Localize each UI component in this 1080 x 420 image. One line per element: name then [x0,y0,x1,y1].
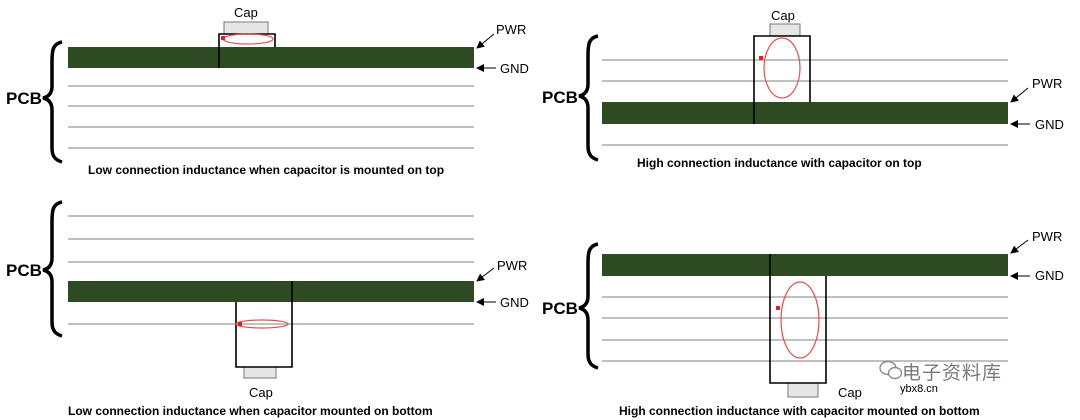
cap-label: Cap [234,5,258,20]
capacitor-via-leads [235,281,293,368]
pcb-label: PCB [542,299,578,318]
capacitor-via-leads [769,254,827,384]
pcb-brace [578,242,599,370]
power-ground-plane [602,254,1008,276]
loop-start-marker [759,56,763,60]
panel-top-left [42,21,496,164]
capacitor-body [787,382,819,398]
power-ground-plane [68,47,474,68]
panel-bottom-left [42,200,496,379]
gnd-label: GND [500,295,529,310]
pwr-arrow [476,33,495,49]
current-loop [763,37,801,99]
capacitor-body [243,366,277,379]
cap-label: Cap [771,8,795,23]
pwr-label: PWR [1032,76,1063,91]
pwr-arrow [1010,239,1029,254]
watermark-url: ybx8.cn [900,383,938,395]
panel-caption: High connection inductance with capacito… [637,156,922,170]
panel-caption: High connection inductance with capacito… [619,404,980,418]
current-loop [780,281,820,359]
capacitor-via-leads [753,35,811,124]
cap-label: Cap [838,385,862,400]
watermark-text: 电子资料库 [902,362,1003,384]
panel-top-right [578,23,1030,162]
pwr-label: PWR [496,22,527,37]
current-loop [235,319,289,329]
pwr-label: PWR [497,258,528,273]
power-ground-plane [68,281,474,302]
gnd-label: GND [1035,268,1064,283]
capacitor-body [769,23,801,37]
power-ground-plane [602,102,1008,124]
current-loop [222,33,274,45]
pwr-arrow [476,267,495,282]
gnd-label: GND [1035,117,1064,132]
pcb-brace [42,40,63,164]
wechat-logo [879,360,903,380]
loop-start-marker [238,322,242,326]
pcb-brace [578,34,599,162]
gnd-label: GND [500,61,529,76]
pcb-brace [42,200,63,338]
pwr-arrow [1010,87,1029,103]
capacitor-body [223,21,269,35]
loop-start-marker [776,306,780,310]
pcb-label: PCB [6,89,42,108]
pcb-label: PCB [542,88,578,107]
panel-bottom-right [578,239,1030,398]
panel-caption: Low connection inductance when capacitor… [68,404,433,418]
pwr-label: PWR [1032,229,1063,244]
panel-caption: Low connection inductance when capacitor… [88,163,445,177]
pcb-label: PCB [6,261,42,280]
loop-start-marker [221,36,225,40]
cap-label: Cap [249,385,273,400]
